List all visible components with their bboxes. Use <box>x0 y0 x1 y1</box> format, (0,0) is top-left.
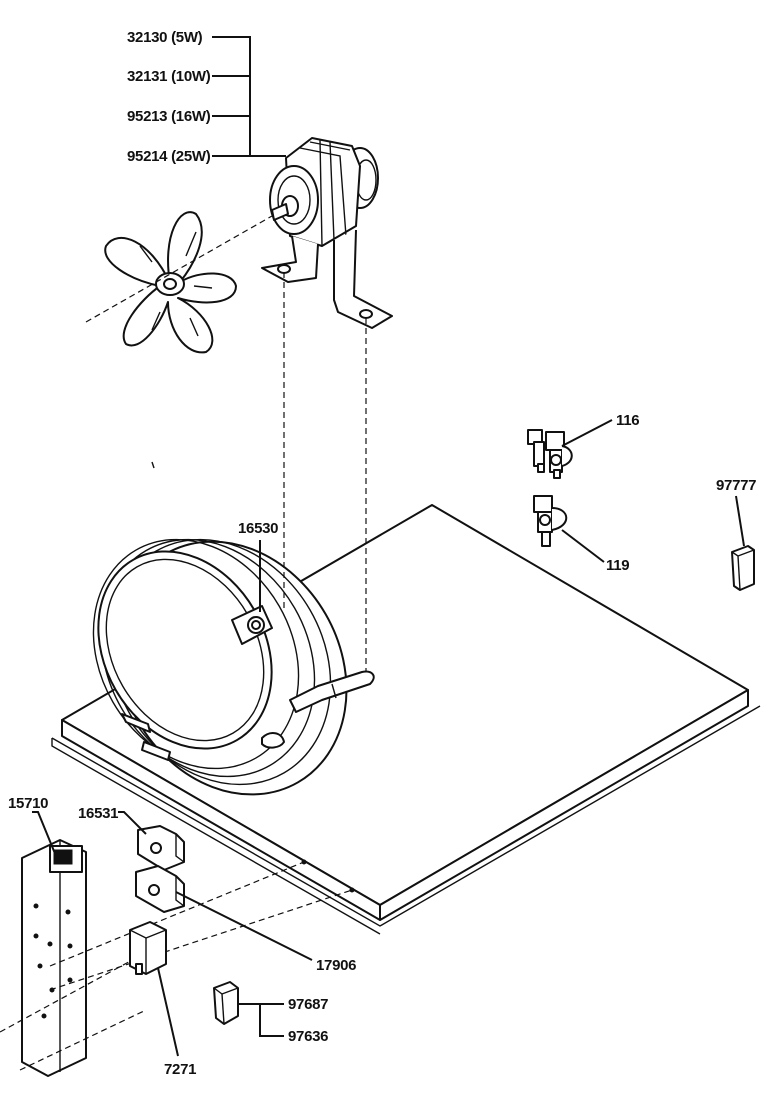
label-motor-10w: 32131 (10W) <box>127 68 211 85</box>
label-knob-97777: 97777 <box>716 477 756 494</box>
label-motor-5w: 32130 (5W) <box>127 29 203 46</box>
relay-7271 <box>129 921 179 1057</box>
water-valve-119 <box>533 495 605 563</box>
terminal-16531 <box>137 825 185 871</box>
label-terminal-17906: 17906 <box>316 957 356 974</box>
label-switch-15710: 15710 <box>8 795 48 812</box>
water-valve-116 <box>527 419 613 479</box>
terminal-17906 <box>135 865 185 913</box>
label-relay-7271: 7271 <box>164 1061 196 1078</box>
label-terminal-16531: 16531 <box>78 805 118 822</box>
control-panel <box>0 839 355 1077</box>
fan-motor <box>261 137 393 672</box>
knob-97777 <box>731 495 755 591</box>
label-motor-16w: 95213 (16W) <box>127 108 211 125</box>
fan-blade <box>85 211 273 354</box>
knob-callouts <box>238 1003 284 1037</box>
label-valve-116: 116 <box>616 412 639 429</box>
base-plate <box>51 504 761 935</box>
knob-97687 <box>213 981 239 1025</box>
clamp-16530 <box>231 605 273 645</box>
label-knob-97636: 97636 <box>288 1028 328 1045</box>
label-motor-25w: 95214 (25W) <box>127 148 211 165</box>
motor-callouts <box>212 36 286 157</box>
label-knob-97687: 97687 <box>288 996 328 1013</box>
label-valve-119: 119 <box>606 557 629 574</box>
condenser-coil <box>92 538 375 796</box>
label-clamp-16530: 16530 <box>238 520 278 537</box>
